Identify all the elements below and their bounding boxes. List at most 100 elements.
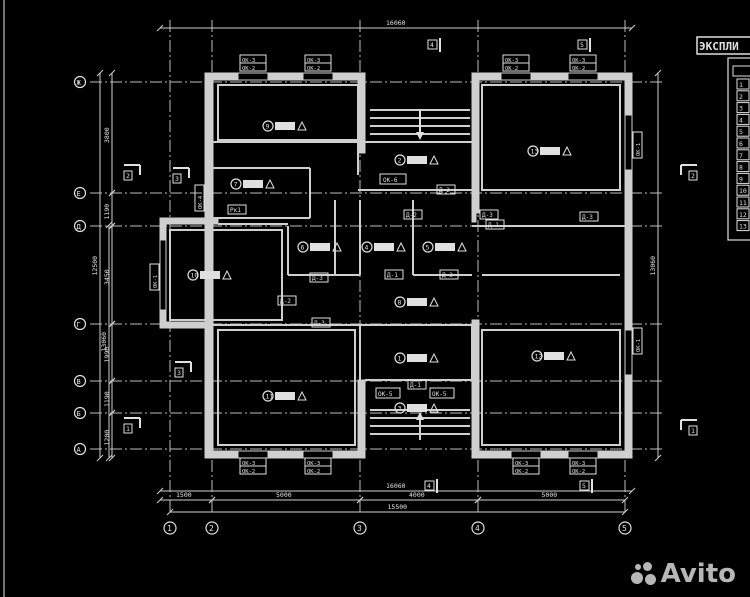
door-tag xyxy=(479,209,499,220)
explication-row-num: 2 xyxy=(739,93,743,101)
room-number-circle xyxy=(394,352,406,364)
room-finish-icon xyxy=(566,350,576,361)
room-finish-icon xyxy=(297,390,307,401)
axis-label-col: 5 xyxy=(622,524,627,533)
room-number: 7 xyxy=(234,181,238,189)
window-tag-label: ОК-3 xyxy=(572,461,585,467)
window-tag-bottom: ОК-3ОК-2 xyxy=(239,457,267,475)
section-mark-left-d: 1 xyxy=(123,417,141,434)
section-mark-top-l: 4 xyxy=(427,38,441,52)
window-opening-right xyxy=(624,114,633,171)
section-label: 1 xyxy=(691,427,695,435)
door-tag xyxy=(436,184,456,195)
dim-right-total-label: 13060 xyxy=(649,256,657,276)
axis-label-row: Е xyxy=(77,190,81,198)
window-tag-label: ОК-3 xyxy=(307,58,320,64)
room-number-circle xyxy=(361,241,373,253)
room-number-circle xyxy=(262,390,274,402)
axis-label-row: Б xyxy=(77,410,81,418)
section-label: 3 xyxy=(177,369,181,377)
room-number-circle xyxy=(230,178,242,190)
room-number: 1 xyxy=(398,355,402,363)
axis-label-row: Д xyxy=(77,223,82,231)
explication-row xyxy=(736,90,750,102)
room-area-bar xyxy=(407,404,427,412)
section-tag xyxy=(688,170,698,181)
explication-row-num: 13 xyxy=(739,223,747,231)
dim-seg-0-label: 1500 xyxy=(176,491,192,499)
room-area-bar xyxy=(407,354,427,362)
window-tag-label: ОК-2 xyxy=(515,469,528,475)
explication-row-num: 3 xyxy=(739,105,743,113)
window-tag-label: ОК-2 xyxy=(572,66,585,72)
window-tag-frame xyxy=(632,327,643,355)
room-finish-icon xyxy=(429,296,439,307)
explication-row-num: 6 xyxy=(739,140,743,148)
explication-row xyxy=(736,78,750,90)
explication-row-num: 11 xyxy=(739,199,747,207)
room-12-box xyxy=(481,329,621,446)
room-marker-1: 1 xyxy=(394,352,439,364)
room-area-bar xyxy=(544,352,564,360)
axis-bubble-col xyxy=(618,521,632,535)
window-opening xyxy=(237,450,269,459)
axis-bubble-row xyxy=(73,406,87,420)
window-tag-label: ОК-1 xyxy=(636,143,642,156)
room-number: 2 xyxy=(398,157,402,165)
wall-bottom-left xyxy=(204,450,366,459)
window-tag-label: ОК-3 xyxy=(242,461,255,467)
window-tag-label: ОК-2 xyxy=(307,66,320,72)
room-11-box xyxy=(217,329,356,446)
explication-row-num: 10 xyxy=(739,187,747,195)
section-label: 2 xyxy=(691,172,695,180)
avito-logo-icon xyxy=(629,560,657,588)
window-tag-label: ОК-2 xyxy=(505,66,518,72)
section-mark-left-b: 3 xyxy=(172,167,190,184)
window-tag-label: ОК-2 xyxy=(572,469,585,475)
window-tag-label: ОК-2 xyxy=(242,66,255,72)
room-marker-6: 6 xyxy=(297,241,342,253)
window-tag-label: ОК-6 xyxy=(383,177,398,184)
room-area-bar xyxy=(540,147,560,155)
room-finish-icon xyxy=(429,352,439,363)
dim-seg-1-label: 5000 xyxy=(276,491,292,499)
room-area-bar xyxy=(275,122,295,130)
window-tag-top: ОК-3ОК-2 xyxy=(569,54,597,72)
door-tag xyxy=(579,211,599,222)
room-number-circle xyxy=(394,296,406,308)
wall-piece xyxy=(471,209,477,223)
window-tag-ok1-top: ОК-1 xyxy=(632,131,643,159)
room-marker-12: 12 xyxy=(531,350,576,362)
window-tag-label: ОК-3 xyxy=(307,461,320,467)
window-opening-right xyxy=(624,329,633,376)
door-tag-label: Д-3 xyxy=(582,214,593,221)
section-label: 1 xyxy=(126,425,130,433)
explication-row xyxy=(736,102,750,114)
axis-bubble-col xyxy=(353,521,367,535)
window-tag-bottom: ОК-3ОК-2 xyxy=(569,457,597,475)
axis-bubble-row xyxy=(73,219,87,233)
room-area-bar xyxy=(243,180,263,188)
window-opening xyxy=(567,72,599,81)
room-number-circle xyxy=(394,402,406,414)
explication-row-num: 12 xyxy=(739,211,747,219)
room-marker-4: 4 xyxy=(361,241,406,253)
explication-row-num: 1 xyxy=(739,81,743,89)
window-tag-ok5 xyxy=(429,387,455,399)
explication-row xyxy=(736,172,750,184)
section-mark-right-b: 1 xyxy=(680,419,698,436)
section-mark-right-a: 2 xyxy=(680,164,698,181)
room-number-circle xyxy=(297,241,309,253)
explication-header xyxy=(732,65,750,77)
section-label: 5 xyxy=(582,482,586,490)
section-label: 5 xyxy=(580,41,584,49)
room-finish-icon xyxy=(429,154,439,165)
section-label: 4 xyxy=(430,41,434,49)
explication-title-box xyxy=(696,36,750,55)
explication-row-num: 8 xyxy=(739,164,743,172)
wall-bay-bottom xyxy=(159,321,211,329)
window-tag-top: ОК-3ОК-2 xyxy=(502,54,530,72)
axis-bubble-col xyxy=(163,521,177,535)
section-tag xyxy=(577,39,588,50)
